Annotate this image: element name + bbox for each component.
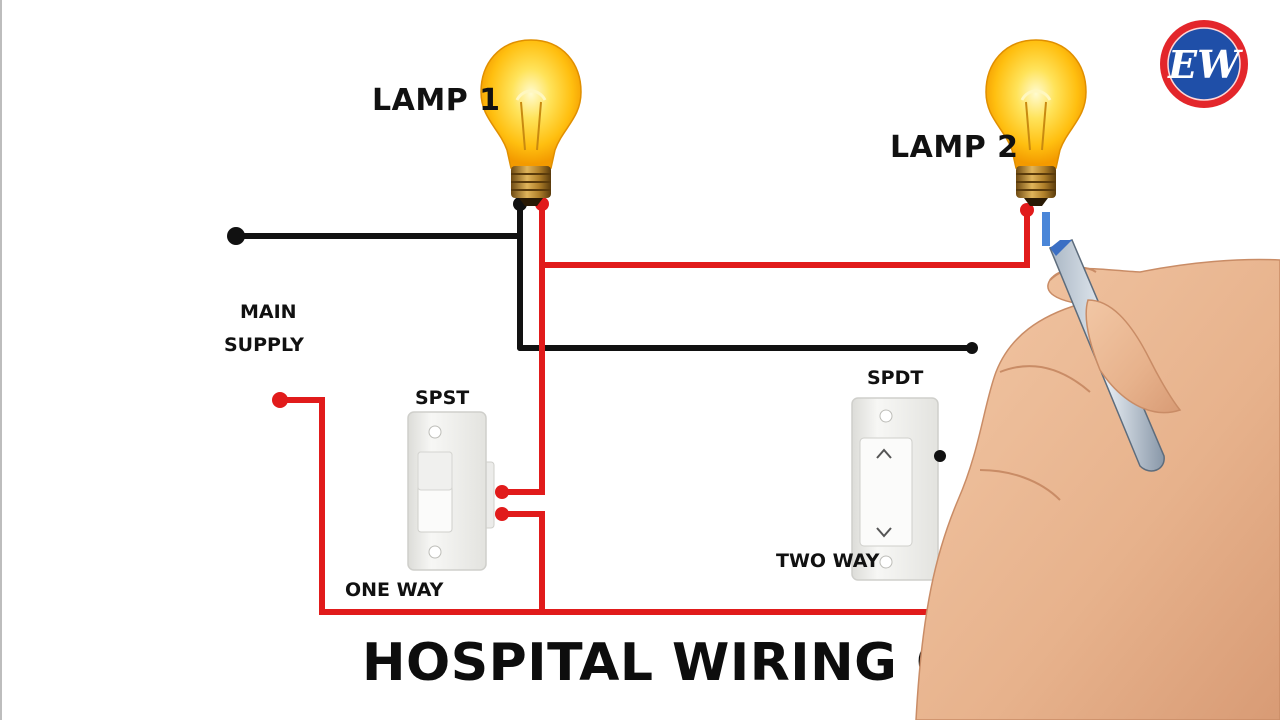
lamp2-label: LAMP 2 — [890, 130, 1019, 165]
spdt-terminal — [934, 450, 946, 462]
neutral-terminal — [227, 227, 245, 245]
hand-icon — [915, 258, 1280, 720]
lamp1-bulb — [480, 39, 582, 206]
spdt-label: SPDT — [867, 367, 923, 389]
light-bulb-icon — [480, 39, 582, 206]
lamp2-phase-terminal — [1020, 203, 1034, 217]
main-supply-label-line2: SUPPLY — [224, 334, 304, 356]
spdt-neutral-end — [966, 342, 978, 354]
phase-wire-lamp2 — [542, 210, 1030, 268]
neutral-wires — [233, 201, 975, 351]
hand-thumb — [1085, 299, 1182, 414]
light-bulb-icon — [985, 39, 1087, 206]
one-way-switch-icon — [407, 411, 495, 571]
phase-wire-spst-return — [502, 511, 545, 612]
spst-label: SPST — [415, 387, 469, 409]
spdt-switch — [851, 342, 978, 581]
phase-wire-lamp1-spst — [502, 204, 545, 495]
logo-text: EW — [1167, 42, 1243, 87]
spst-terminal-bottom — [495, 507, 509, 521]
spst-terminal-top — [495, 485, 509, 499]
main-supply-label-line1: MAIN — [240, 301, 297, 323]
lamp2-bulb — [985, 39, 1087, 206]
two-way-label: TWO WAY — [776, 550, 880, 572]
lamp1-label: LAMP 1 — [372, 83, 501, 118]
ew-logo: EW — [1160, 20, 1248, 108]
marker-stroke-blue — [1042, 212, 1050, 246]
one-way-label: ONE WAY — [345, 579, 444, 601]
spst-switch — [407, 411, 495, 571]
phase-terminal — [272, 392, 288, 408]
phase-wires — [280, 204, 1030, 615]
phase-wire-supply — [280, 397, 940, 615]
two-way-switch-icon — [851, 397, 939, 581]
